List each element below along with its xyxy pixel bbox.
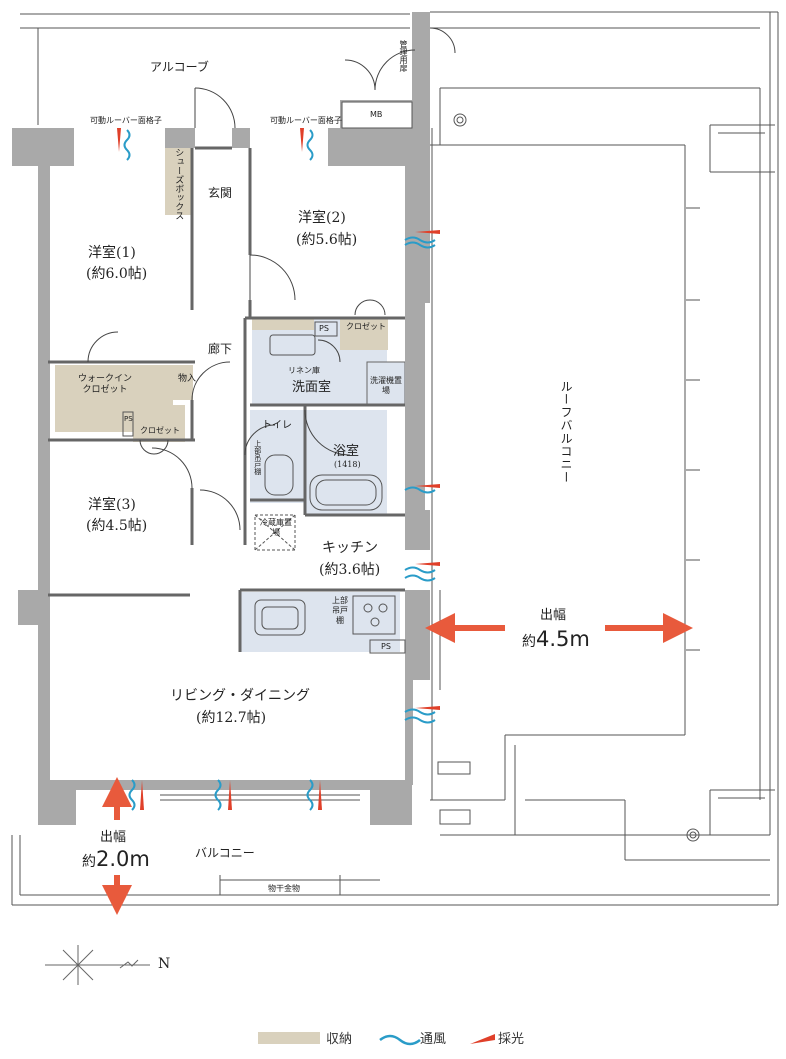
western2-name: 洋室(2) <box>298 210 346 226</box>
door-swings <box>87 27 456 531</box>
roof-dim-bg <box>505 610 605 650</box>
roof-dim-label: 出幅 <box>540 608 567 623</box>
western2-size: (約5.6帖) <box>296 232 358 248</box>
legend-ventilation-label: 通風 <box>420 1032 447 1047</box>
ps-washroom-label: PS <box>319 324 329 333</box>
balcony-dim-value: 約2.0m <box>82 847 150 871</box>
kitchen-size: (約3.6帖) <box>319 562 381 578</box>
outline-lines <box>11 11 779 906</box>
kanri-door-label: 管理用扉 <box>399 40 408 72</box>
shoe-box-label: シューズボックス <box>173 148 184 220</box>
closet-w2-label: クロゼット <box>346 322 386 331</box>
ps-label: PS <box>124 415 133 423</box>
toilet-label: トイレ <box>262 420 292 431</box>
hallway-label: 廊下 <box>208 342 233 356</box>
legend: 収納 通風 採光 <box>258 1028 542 1047</box>
legend-daylight: 採光 <box>498 1028 524 1047</box>
walkin-label: ウォークイン クロゼット <box>78 374 133 396</box>
washer-label: 洗濯機置場 <box>370 376 402 395</box>
genkan-label: 玄関 <box>208 186 233 200</box>
western3-name: 洋室(3) <box>88 497 136 513</box>
drain-icon <box>453 113 467 127</box>
ps-kitchen-label: PS <box>381 642 391 651</box>
louver-left-label: 可動ルーバー面格子 <box>90 116 162 125</box>
mb-label: MB <box>370 110 383 119</box>
living-name: リビング・ダイニング <box>170 688 310 704</box>
balcony-dim-label: 出幅 <box>100 830 127 845</box>
daylight-icon <box>470 1034 495 1044</box>
storage-label: 物入 <box>178 374 197 384</box>
legend-daylight-label: 採光 <box>498 1032 525 1047</box>
ventilation-icon <box>379 1034 421 1046</box>
balcony-label: バルコニー <box>195 846 255 860</box>
western3-size: (約4.5帖) <box>86 518 148 534</box>
linen-label: リネン庫 <box>288 366 320 375</box>
legend-storage: 収納 <box>258 1028 352 1047</box>
drying-label: 物干金物 <box>268 884 300 893</box>
alcove-label: アルコーブ <box>150 60 209 74</box>
roof-dim-value: 約4.5m <box>522 627 590 651</box>
legend-ventilation: 通風 <box>420 1028 446 1047</box>
daylight-marks <box>117 128 440 810</box>
bath-size: (1418) <box>334 460 361 469</box>
louver-right-label: 可動ルーバー面格子 <box>270 116 342 125</box>
outdoor-unit-1 <box>437 761 471 775</box>
washroom-label: 洗面室 <box>292 380 332 395</box>
kitchen-upper-cabinet: 上部吊戸棚 <box>332 596 348 625</box>
mb-box <box>341 101 413 129</box>
fridge-label: 冷蔵庫置場 <box>260 518 292 537</box>
storage-swatch <box>258 1031 320 1044</box>
storage-areas <box>55 145 388 442</box>
walls <box>12 12 430 825</box>
kitchen-name: キッチン <box>322 540 378 556</box>
wet-areas <box>240 318 406 652</box>
bath-label: 浴室 <box>333 444 360 459</box>
roof-balcony-label: ルーフバルコニー <box>559 380 573 484</box>
living-size: (約12.7帖) <box>196 710 267 726</box>
partitions <box>48 146 405 652</box>
legend-storage-label: 収納 <box>326 1032 353 1047</box>
closet-label: クロゼット <box>140 426 180 435</box>
drain-icon-2 <box>686 828 700 842</box>
toilet-upper-cabinet: 上部吊戸棚 <box>253 440 262 475</box>
western1-name: 洋室(1) <box>88 245 136 261</box>
compass-north-label: N <box>158 956 171 972</box>
compass-icon <box>45 945 150 985</box>
outdoor-unit-2 <box>439 809 471 825</box>
fixtures <box>122 321 406 895</box>
western1-size: (約6.0帖) <box>86 266 148 282</box>
legend-icons <box>379 1034 495 1046</box>
